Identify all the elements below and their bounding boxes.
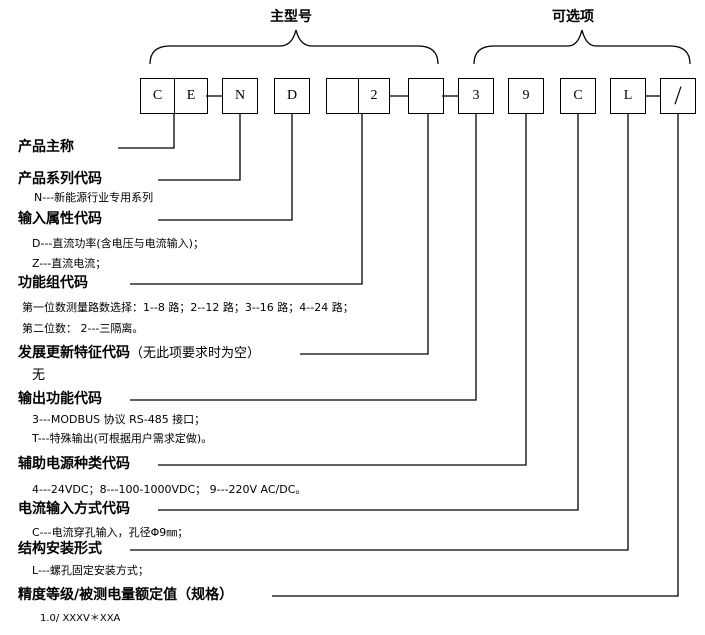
field-update-code-title-text: 发展更新特征代码 — [18, 345, 130, 361]
field-output-code-title: 输出功能代码 — [18, 391, 102, 407]
code-box-l: L — [610, 78, 646, 114]
code-box-c: C — [140, 78, 174, 114]
field-accuracy-title: 精度等级/被测电量额定值（规格） — [18, 587, 234, 603]
field-update-code-title: 发展更新特征代码（无此项要求时为空） — [18, 346, 260, 360]
main-model-title: 主型号 — [270, 9, 312, 25]
field-accuracy-line-1: 1.0/ XXXV＊XXA — [40, 613, 121, 624]
code-box-blank — [326, 78, 358, 114]
options-title: 可选项 — [552, 9, 594, 25]
field-product-name-title: 产品主称 — [18, 139, 74, 155]
field-output-code-line-2: T---特殊输出(可根据用户需求定做)。 — [32, 432, 213, 445]
field-structure-title: 结构安装形式 — [18, 541, 102, 557]
field-function-code-line-1: 第一位数测量路数选择：1--8 路；2--12 路；3--16 路；4--24 … — [22, 301, 354, 314]
field-update-code-note: （无此项要求时为空） — [130, 346, 261, 361]
field-series-code-title: 产品系列代码 — [18, 171, 102, 187]
code-box-slash: / — [660, 78, 696, 114]
leader-input-code — [158, 114, 293, 221]
field-structure-line-1: L---螺孔固定安装方式； — [32, 564, 149, 577]
field-output-code-line-1: 3---MODBUS 协议 RS-485 接口； — [32, 413, 206, 426]
code-box-e: E — [174, 78, 208, 114]
field-power-code-title: 辅助电源种类代码 — [18, 456, 130, 472]
code-box-n: N — [222, 78, 258, 114]
leader-series-code — [158, 114, 241, 181]
field-function-code-title: 功能组代码 — [18, 275, 88, 291]
leader-power-code — [158, 114, 527, 466]
field-current-input-code-line-1: C---电流穿孔输入，孔径Φ9㎜； — [32, 526, 189, 539]
leader-function-code — [130, 114, 363, 285]
field-power-code-line-1: 4---24VDC；8---100-1000VDC； 9---220V AC/D… — [32, 483, 307, 496]
field-input-code-line-2: Z---直流电流； — [32, 257, 107, 270]
field-series-code-line-1: N---新能源行业专用系列 — [34, 191, 154, 204]
main-model-brace — [149, 29, 439, 65]
field-update-code-line-1: 无 — [32, 368, 46, 383]
code-box-c2: C — [560, 78, 596, 114]
leader-accuracy — [272, 114, 679, 597]
options-brace — [473, 29, 691, 65]
field-input-code-title: 输入属性代码 — [18, 211, 102, 227]
code-box-update — [408, 78, 444, 114]
code-box-9: 9 — [508, 78, 544, 114]
code-box-3: 3 — [458, 78, 494, 114]
leader-structure — [130, 114, 629, 551]
leader-update-code — [300, 114, 429, 355]
leader-current-input-code — [158, 114, 579, 511]
field-input-code-line-1: D---直流功率(含电压与电流输入)； — [32, 237, 204, 250]
leader-product-name — [118, 114, 175, 149]
code-box-2: 2 — [358, 78, 390, 114]
field-current-input-code-title: 电流输入方式代码 — [18, 501, 130, 517]
code-box-d: D — [274, 78, 310, 114]
field-function-code-line-2: 第二位数： 2---三隔离。 — [22, 322, 144, 335]
leader-output-code — [130, 114, 477, 401]
